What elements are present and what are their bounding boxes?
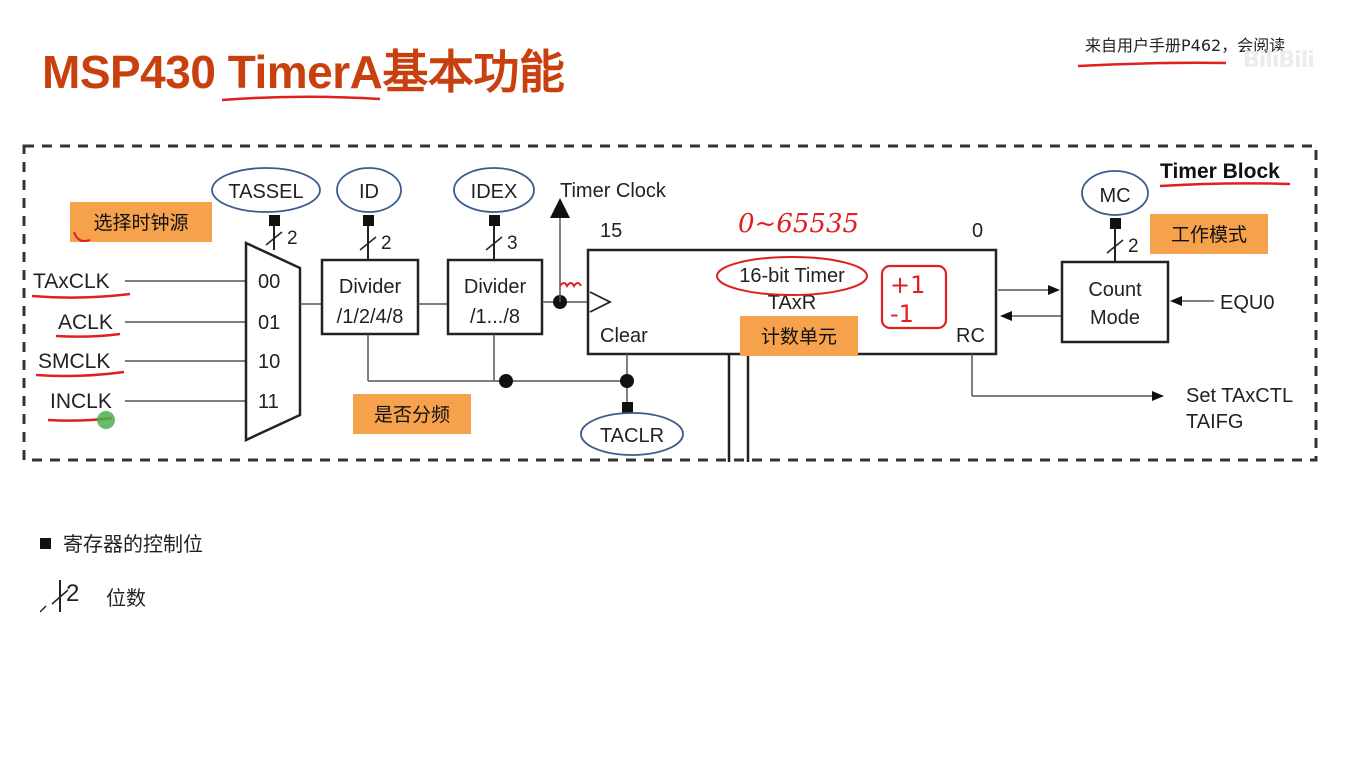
annotation-work-mode-text: 工作模式	[1171, 224, 1247, 246]
bit-low-label: 0	[972, 220, 983, 242]
annotation-count-unit-text: 计数单元	[761, 326, 837, 348]
timer-name-label: 16-bit Timer	[739, 265, 845, 287]
id-width: 2	[381, 233, 392, 254]
timer-register-label: TAxR	[768, 292, 817, 314]
id-label: ID	[359, 181, 379, 203]
note-underline	[1077, 61, 1227, 68]
annotation-divide-or-not: 是否分频	[353, 394, 471, 434]
taclr-control: TACLR	[580, 412, 684, 456]
source-note: 来自用户手册P462，会阅读	[1085, 36, 1286, 55]
legend-control-bits: 寄存器的控制位	[40, 528, 203, 557]
input-aclk: ACLK	[58, 311, 113, 334]
tassel-label: TASSEL	[228, 181, 303, 203]
equ0-label: EQU0	[1220, 292, 1274, 314]
input-taxclk: TAxCLK	[33, 270, 110, 293]
idex-control: IDEX 3	[453, 167, 535, 260]
taclr-label: TACLR	[600, 425, 664, 447]
legend-square-icon	[40, 538, 51, 549]
mc-label: MC	[1099, 185, 1130, 207]
timer-block-underline	[1159, 182, 1291, 188]
legend-bit-width: 2 位数	[40, 578, 240, 618]
input-inclk: INCLK	[50, 390, 112, 413]
legend-bits-example: 2	[66, 580, 80, 607]
mux-code-01: 01	[258, 312, 280, 334]
annotation-work-mode: 工作模式	[1150, 214, 1268, 254]
annotation-divide-text: 是否分频	[374, 404, 450, 426]
mc-width: 2	[1128, 236, 1139, 257]
plus-minus-box	[880, 264, 948, 330]
divider-1-label: Divider	[339, 276, 402, 298]
tassel-width: 2	[287, 228, 298, 249]
divider-2-label: Divider	[464, 276, 527, 298]
count-mode-label-1: Count	[1088, 279, 1142, 301]
handwritten-minus-one: -1	[890, 300, 914, 328]
bilibili-watermark: BiliBili	[1243, 48, 1315, 73]
set-flag-label-1: Set TAxCTL	[1186, 385, 1293, 407]
legend-control-bits-text: 寄存器的控制位	[63, 532, 203, 556]
bus-slash-icon	[40, 580, 69, 613]
title-underline	[221, 95, 381, 102]
count-mode-box	[1060, 260, 1170, 344]
slide-title: MSP430 TimerA基本功能	[42, 46, 565, 98]
divider-2	[446, 258, 544, 336]
set-flag-label-2: TAIFG	[1186, 411, 1243, 433]
tassel-control: TASSEL 2	[211, 167, 321, 250]
divider-2-ratio: /1.../8	[470, 306, 520, 328]
legend-bits-text: 位数	[106, 586, 146, 610]
handwritten-range: 0~65535	[738, 209, 859, 239]
timer-clock-label: Timer Clock	[560, 180, 667, 202]
mux-code-00: 00	[258, 271, 280, 293]
mc-control: MC 2	[1081, 170, 1149, 262]
timer-block-frame	[22, 144, 1318, 462]
count-mode-label-2: Mode	[1090, 307, 1140, 329]
timer-rc-label: RC	[956, 325, 985, 347]
idex-label: IDEX	[471, 181, 518, 203]
id-control: ID 2	[336, 167, 402, 260]
bit-high-label: 15	[600, 220, 622, 242]
divider-1	[320, 258, 420, 336]
input-signals: TAxCLK ACLK SMCLK INCLK	[31, 270, 246, 429]
input-smclk: SMCLK	[38, 350, 110, 373]
clock-mux	[244, 241, 302, 442]
timer-block-label: Timer Block	[1160, 160, 1280, 183]
handwritten-plus-one: +1	[890, 271, 925, 299]
annotation-select-clock: 选择时钟源	[70, 202, 212, 242]
mux-code-11: 11	[258, 391, 279, 413]
idex-width: 3	[507, 233, 518, 254]
timer-clear-label: Clear	[600, 325, 648, 347]
annotation-select-clock-text: 选择时钟源	[93, 212, 188, 234]
mux-code-10: 10	[258, 351, 280, 373]
divider-1-ratio: /1/2/4/8	[337, 306, 404, 328]
annotation-count-unit: 计数单元	[740, 316, 858, 356]
